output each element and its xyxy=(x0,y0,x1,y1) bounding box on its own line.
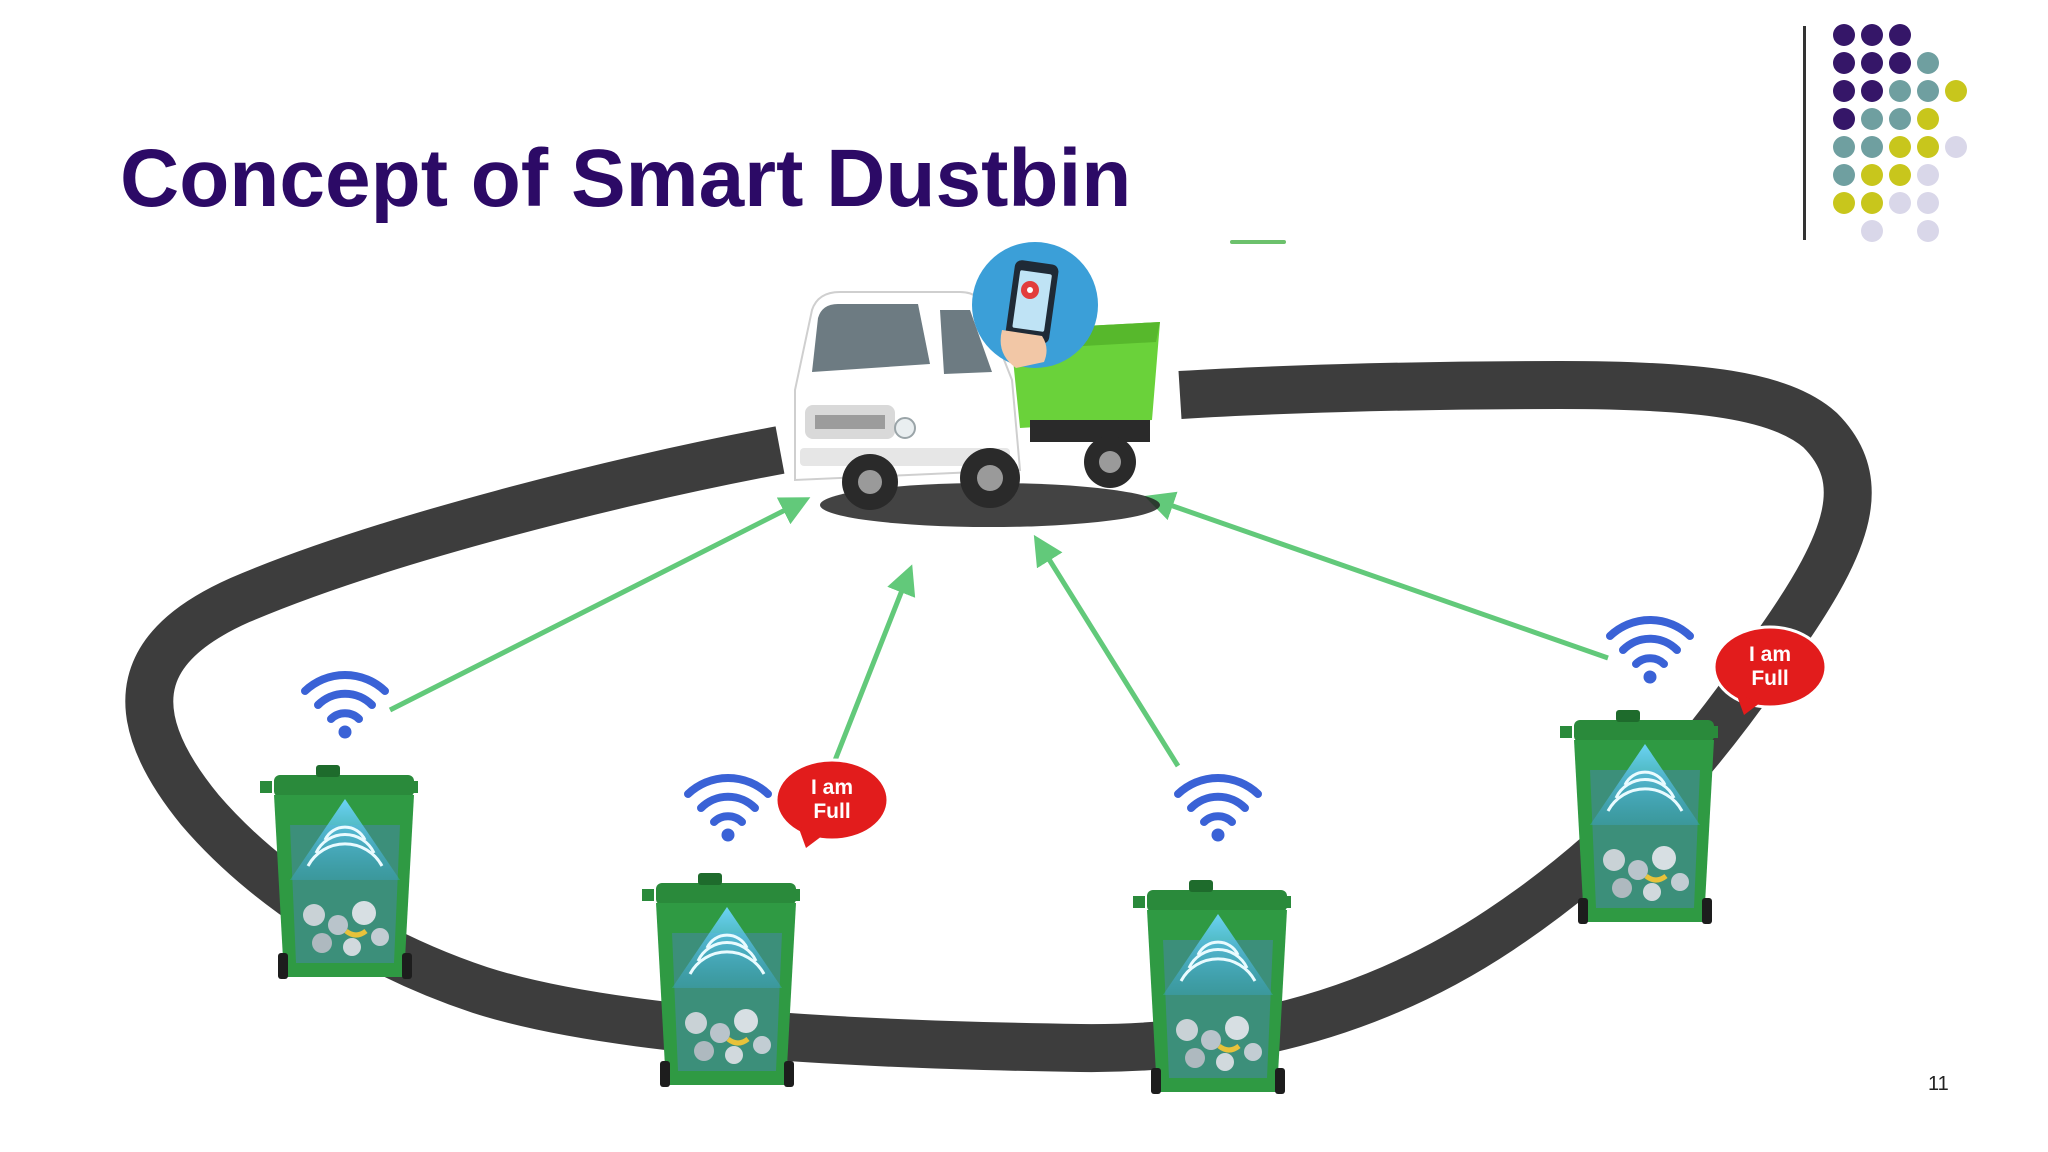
dustbin-icon xyxy=(1560,710,1718,924)
decorative-dot xyxy=(1861,108,1883,130)
bubble-line2: Full xyxy=(813,800,850,823)
decorative-dot xyxy=(1917,220,1939,242)
decorative-dot xyxy=(1889,80,1911,102)
decorative-dot xyxy=(1833,24,1855,46)
decorative-dot xyxy=(1917,136,1939,158)
decorative-dot xyxy=(1833,164,1855,186)
decorative-dot xyxy=(1945,136,1967,158)
decorative-dot xyxy=(1861,164,1883,186)
signal-arrow-bin3 xyxy=(1033,534,1181,768)
phone-location-icon xyxy=(972,242,1098,368)
decorative-dot xyxy=(1889,24,1911,46)
decorative-dot xyxy=(1833,52,1855,74)
signal-arrow-bin1 xyxy=(388,497,811,713)
decorative-dot xyxy=(1861,220,1883,242)
decorative-dot xyxy=(1917,192,1939,214)
decorative-dot xyxy=(1889,164,1911,186)
bubble-line1: I am xyxy=(811,776,853,799)
wifi-icon xyxy=(688,778,768,841)
decorative-dot xyxy=(1889,136,1911,158)
decorative-dot xyxy=(1889,52,1911,74)
decorative-dot xyxy=(1861,80,1883,102)
wifi-icon xyxy=(1178,778,1258,841)
title-accent-line xyxy=(1230,240,1286,244)
decorative-dot xyxy=(1833,80,1855,102)
dustbin-icon xyxy=(260,765,418,979)
dot-pattern-decoration xyxy=(1833,24,1967,242)
decorative-dot xyxy=(1889,108,1911,130)
bubble-line2: Full xyxy=(1751,667,1788,690)
decorative-dot xyxy=(1917,108,1939,130)
dustbin-icon xyxy=(642,873,800,1087)
wifi-icon xyxy=(1610,620,1690,683)
decorative-dot xyxy=(1889,192,1911,214)
dustbin-icon xyxy=(1133,880,1291,1094)
decorative-dot xyxy=(1917,164,1939,186)
signal-arrow-bin4 xyxy=(1144,491,1609,661)
decorative-dot xyxy=(1833,192,1855,214)
vertical-divider xyxy=(1803,26,1806,240)
decorative-dot xyxy=(1917,80,1939,102)
decorative-dot xyxy=(1861,24,1883,46)
signal-arrow-bin2 xyxy=(829,564,916,769)
decorative-dot xyxy=(1945,80,1967,102)
decorative-dot xyxy=(1861,52,1883,74)
full-alert-bubble: I am Full xyxy=(774,758,890,850)
full-alert-bubble: I am Full xyxy=(1712,625,1828,717)
decorative-dot xyxy=(1861,192,1883,214)
decorative-dot xyxy=(1917,52,1939,74)
page-number: 11 xyxy=(1928,1073,1949,1095)
decorative-dot xyxy=(1833,108,1855,130)
decorative-dot xyxy=(1833,136,1855,158)
wifi-icon xyxy=(305,675,385,738)
decorative-dot xyxy=(1861,136,1883,158)
bubble-line1: I am xyxy=(1749,643,1791,666)
slide-title: Concept of Smart Dustbin xyxy=(120,133,1132,224)
